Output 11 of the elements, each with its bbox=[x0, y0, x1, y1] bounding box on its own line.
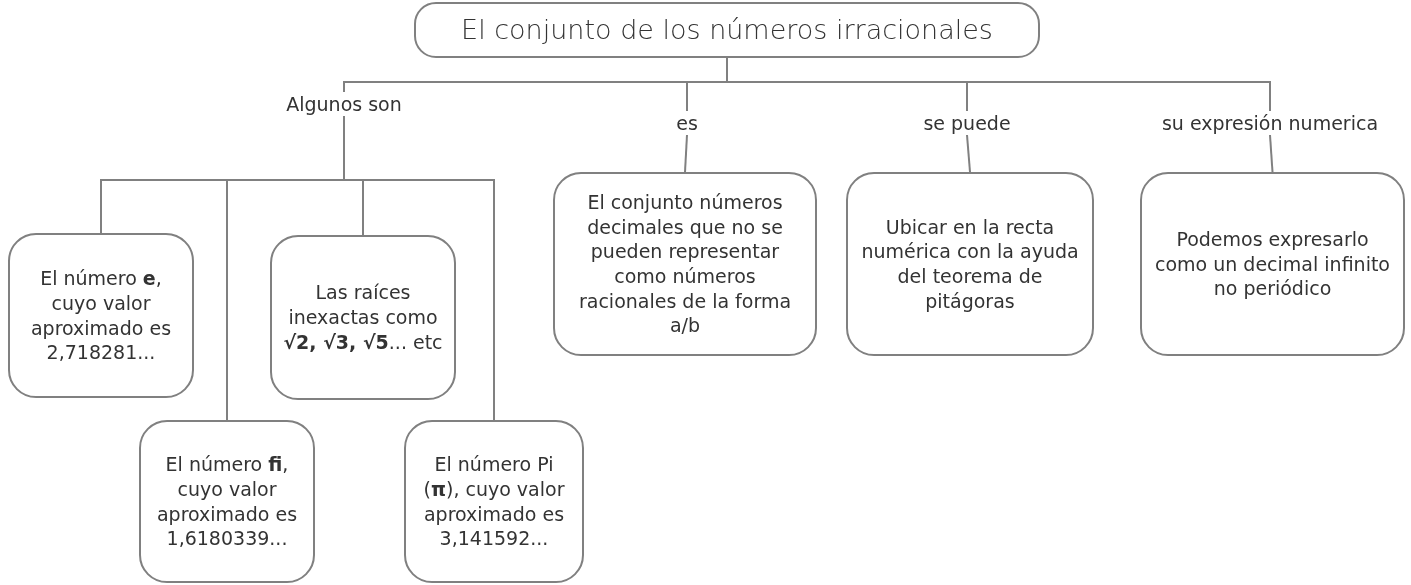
connector-line bbox=[966, 134, 971, 173]
connector-line bbox=[1269, 134, 1274, 173]
concept-box: El conjunto números decimales que no se pueden representar como números racionales de la forma a/b bbox=[553, 172, 817, 356]
title-box: El conjunto de los números irracionales bbox=[414, 2, 1040, 58]
concept-box: El número fi, cuyo valor aproximado es 1,6180339... bbox=[139, 420, 315, 583]
concept-box: El número e, cuyo valor aproximado es 2,718281... bbox=[8, 233, 194, 398]
concept-box: Podemos expresarlo como un decimal infinito no periódico bbox=[1140, 172, 1405, 356]
concept-box: El número Pi (π), cuyo valor aproximado es 3,141592... bbox=[404, 420, 584, 583]
concept-box: Ubicar en la recta numérica con la ayuda del teorema de pitágoras bbox=[846, 172, 1094, 356]
connector-line bbox=[684, 134, 688, 173]
concept-box: Las raíces inexactas como √2, √3, √5... etc bbox=[270, 235, 456, 400]
